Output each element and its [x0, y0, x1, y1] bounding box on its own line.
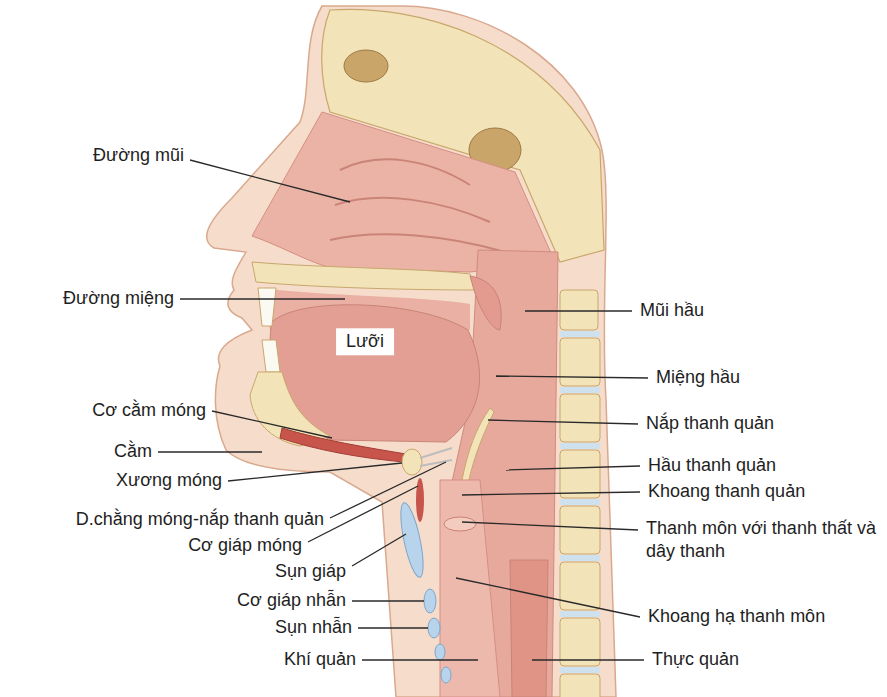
frontal-sinus: [344, 50, 388, 82]
hyoid-bone: [402, 449, 422, 475]
nasal-concha: [330, 234, 505, 252]
tracheal-ring: [435, 644, 445, 660]
part-label: Đường miệng: [63, 287, 174, 310]
part-label: Mũi hầu: [640, 299, 704, 322]
part-label: Khoang hạ thanh môn: [648, 605, 825, 628]
part-label: D.chằng móng-nắp thanh quản: [76, 508, 324, 531]
vocal-fold: [444, 517, 476, 531]
part-label: Cơ giáp móng: [188, 534, 302, 557]
part-label: Cơ cằm móng: [92, 399, 206, 422]
soft-palate: [470, 276, 501, 330]
cricoid-cartilage: [428, 618, 440, 638]
hyoepiglottic-ligament: [420, 448, 452, 466]
nasal-cavity: [252, 112, 555, 272]
part-label: Hầu thanh quản: [648, 454, 776, 477]
part-label: Cằm: [114, 440, 152, 463]
part-label: Đường mũi: [93, 144, 184, 167]
part-label: Khí quản: [284, 648, 356, 671]
part-label: Khoang thanh quản: [648, 480, 805, 503]
tracheal-ring: [441, 667, 451, 683]
part-label: Thanh môn với thanh thất và dây thanh: [646, 517, 878, 564]
tooth: [258, 288, 276, 326]
part-label: Nắp thanh quản: [646, 412, 774, 435]
geniohyoid-muscle: [280, 428, 406, 462]
part-label: Thực quản: [652, 648, 739, 671]
leader-lines: [158, 160, 648, 660]
head-outline: [207, 6, 616, 697]
part-label: Miệng hầu: [656, 366, 740, 389]
intervertebral-disc: [560, 331, 600, 673]
thyroid-hyoid-muscle: [416, 478, 424, 522]
nasal-concha: [335, 198, 490, 222]
organ-label: Lưỡi: [336, 328, 394, 355]
part-label: Xương móng: [116, 469, 222, 492]
tooth: [262, 340, 280, 372]
hard-palate: [252, 262, 476, 290]
nasal-concha: [340, 159, 470, 185]
part-label: Cơ giáp nhẫn: [237, 589, 346, 612]
cricoid-cartilage: [424, 589, 436, 613]
part-label: Sụn nhẫn: [275, 616, 352, 639]
larynx: [440, 480, 500, 697]
part-label: Sụn giáp: [275, 560, 346, 583]
esophagus: [510, 560, 548, 697]
